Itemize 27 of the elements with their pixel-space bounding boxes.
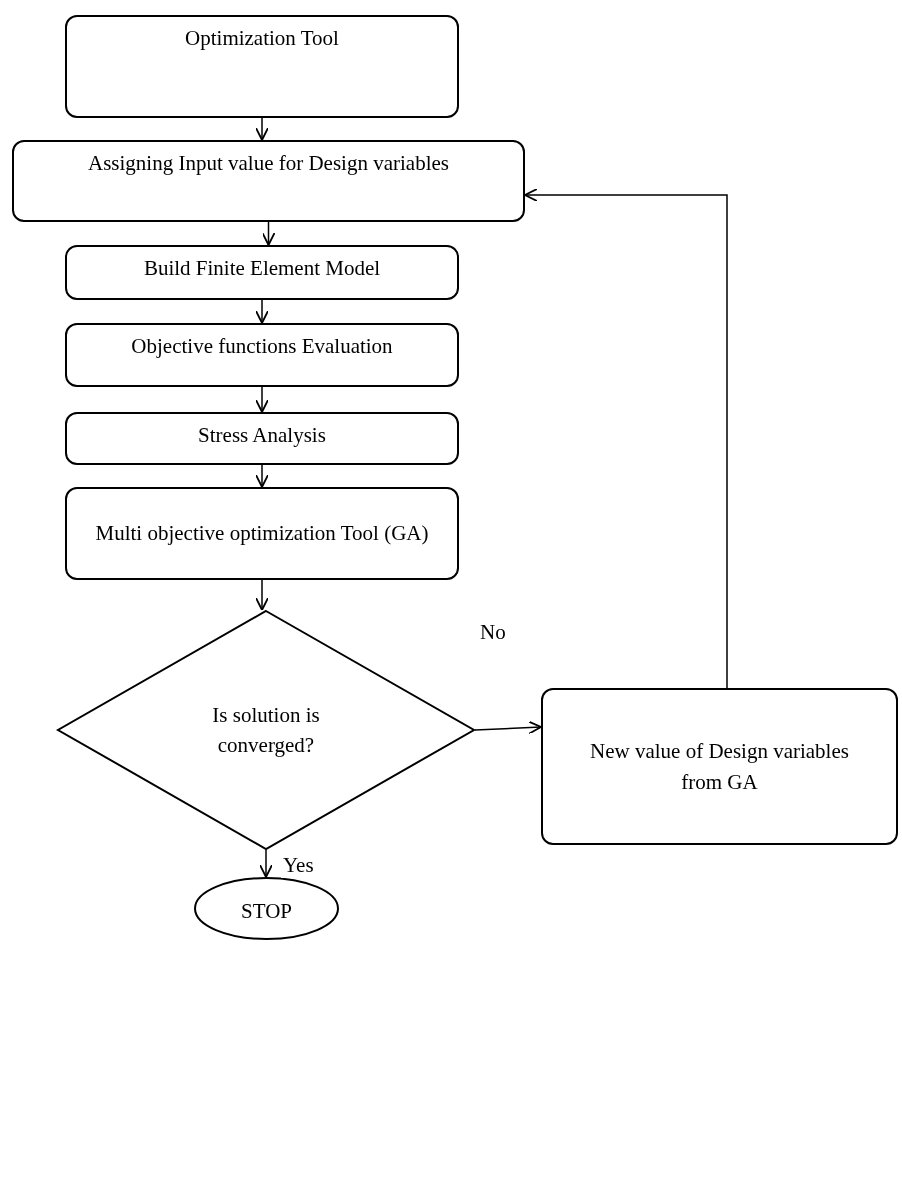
decision-diamond xyxy=(57,610,475,850)
node-text: Optimization Tool xyxy=(185,25,339,52)
arrow xyxy=(261,221,276,246)
arrow xyxy=(474,720,542,735)
node-text: STOP xyxy=(241,898,292,926)
process-box xyxy=(541,688,898,845)
process-box xyxy=(12,140,525,222)
process-box xyxy=(65,412,459,465)
process-box xyxy=(65,245,459,300)
terminal-ellipse xyxy=(194,877,339,940)
node-text: Stress Analysis xyxy=(198,422,326,449)
arrow xyxy=(255,464,269,488)
node-text: Build Finite Element Model xyxy=(143,255,381,282)
arrow xyxy=(255,299,269,324)
arrow xyxy=(255,117,269,141)
node-text: New value of Design variables from GA xyxy=(589,738,850,796)
process-box xyxy=(65,15,459,118)
arrow xyxy=(524,188,728,689)
node-text: Multi objective optimization Tool (GA) xyxy=(95,520,429,548)
node-text: Is solution is converged? xyxy=(211,701,321,759)
process-box xyxy=(65,323,459,387)
node-text: Assigning Input value for Design variables xyxy=(88,150,449,177)
process-box xyxy=(65,487,459,580)
node-text: Objective functions Evaluation xyxy=(131,333,393,360)
arrow xyxy=(255,386,269,413)
arrow xyxy=(259,849,273,878)
arrow xyxy=(255,579,269,611)
